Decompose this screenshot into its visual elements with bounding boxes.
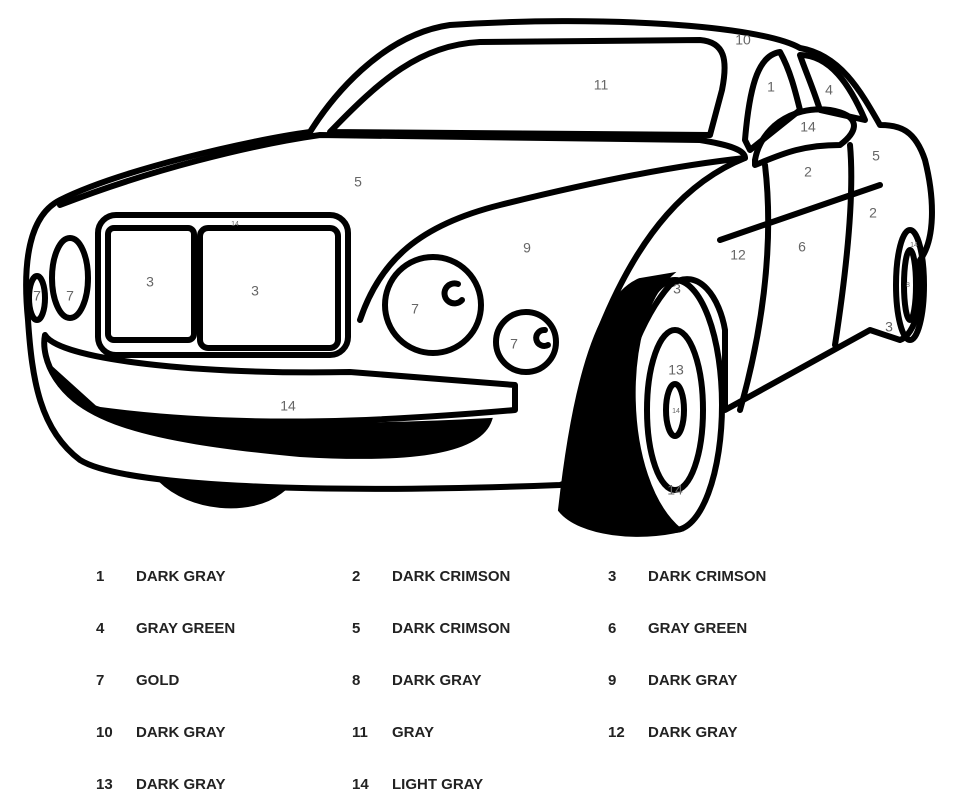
region-number: 8 bbox=[906, 282, 910, 289]
legend-number: 14 bbox=[352, 776, 369, 793]
legend-color: DARK GRAY bbox=[392, 672, 482, 689]
lamp-c-2 bbox=[533, 327, 551, 349]
legend-number: 12 bbox=[608, 724, 625, 741]
region-number: 14 bbox=[910, 242, 918, 249]
region-number: 3 bbox=[885, 319, 893, 335]
region-number: 4 bbox=[825, 82, 833, 98]
region-number: 14 bbox=[672, 408, 680, 415]
legend-number: 11 bbox=[352, 724, 368, 741]
legend-color: DARK CRIMSON bbox=[648, 568, 767, 585]
front-wheel-hub bbox=[663, 381, 687, 439]
headlight-big bbox=[382, 254, 484, 356]
region-number: 14 bbox=[231, 221, 239, 228]
headlight-left bbox=[49, 235, 91, 321]
legend-color: DARK GRAY bbox=[136, 776, 226, 793]
rear-wheel bbox=[893, 227, 927, 343]
lower-intake bbox=[46, 363, 493, 459]
region-number: 12 bbox=[730, 247, 746, 263]
legend-number: 2 bbox=[352, 568, 361, 585]
side-window-front bbox=[742, 49, 803, 153]
region-number: 3 bbox=[146, 274, 154, 290]
mirror bbox=[752, 106, 857, 168]
front-tire-shadow bbox=[154, 477, 286, 509]
front-tire bbox=[557, 271, 685, 537]
legend-number: 1 bbox=[96, 568, 105, 585]
legend-color: DARK GRAY bbox=[136, 568, 226, 585]
legend-color: GRAY GREEN bbox=[136, 620, 236, 637]
region-number: 13 bbox=[668, 362, 684, 378]
legend-color: DARK GRAY bbox=[648, 672, 738, 689]
region-number: 5 bbox=[872, 148, 880, 164]
legend-number: 8 bbox=[352, 672, 361, 689]
legend-color: GRAY bbox=[392, 724, 434, 741]
front-wheel-inner bbox=[644, 327, 706, 493]
region-number: 10 bbox=[735, 32, 751, 48]
front-wheel-rim bbox=[625, 277, 725, 533]
region-number: 7 bbox=[33, 288, 41, 304]
region-number: 7 bbox=[510, 336, 518, 352]
legend-number: 9 bbox=[608, 672, 617, 689]
region-number: 1 bbox=[767, 79, 775, 95]
region-number: 7 bbox=[411, 301, 419, 317]
legend-number: 10 bbox=[96, 724, 113, 741]
legend-number: 6 bbox=[608, 620, 617, 637]
legend-number: 5 bbox=[352, 620, 361, 637]
legend-color: DARK CRIMSON bbox=[392, 620, 511, 637]
legend-color: LIGHT GRAY bbox=[392, 776, 484, 793]
region-number: 5 bbox=[354, 174, 362, 190]
region-number: 14 bbox=[800, 119, 816, 135]
grille-right bbox=[197, 225, 341, 351]
indicator-left bbox=[26, 273, 48, 323]
region-number: 6 bbox=[798, 239, 806, 255]
legend-number: 13 bbox=[96, 776, 113, 793]
region-number: 7 bbox=[66, 288, 74, 304]
side-window-rear bbox=[797, 52, 868, 123]
legend-color: GOLD bbox=[136, 672, 180, 689]
region-number: 11 bbox=[594, 77, 609, 93]
legend-number: 7 bbox=[96, 672, 105, 689]
region-number: 3 bbox=[251, 283, 259, 299]
region-number: 3 bbox=[673, 281, 681, 297]
grille-outer bbox=[95, 212, 351, 358]
region-number: 14 bbox=[667, 482, 683, 498]
region-number: 2 bbox=[804, 164, 812, 180]
headlight-small bbox=[493, 309, 559, 375]
grille-left bbox=[105, 225, 197, 343]
lamp-c-1 bbox=[441, 280, 465, 307]
legend-color: DARK GRAY bbox=[136, 724, 226, 741]
legend-color: DARK GRAY bbox=[648, 724, 738, 741]
windshield bbox=[327, 37, 728, 138]
door-line bbox=[717, 142, 883, 413]
car-body-outline bbox=[23, 18, 935, 492]
region-number: 9 bbox=[523, 240, 531, 256]
legend-number: 3 bbox=[608, 568, 617, 585]
legend-color: GRAY GREEN bbox=[648, 620, 748, 637]
region-number: 14 bbox=[280, 398, 296, 414]
hood-line bbox=[57, 132, 748, 323]
legend-number: 4 bbox=[96, 620, 105, 637]
region-number: 2 bbox=[869, 205, 877, 221]
legend-color: DARK CRIMSON bbox=[392, 568, 511, 585]
rear-wheel-inner bbox=[901, 247, 919, 323]
